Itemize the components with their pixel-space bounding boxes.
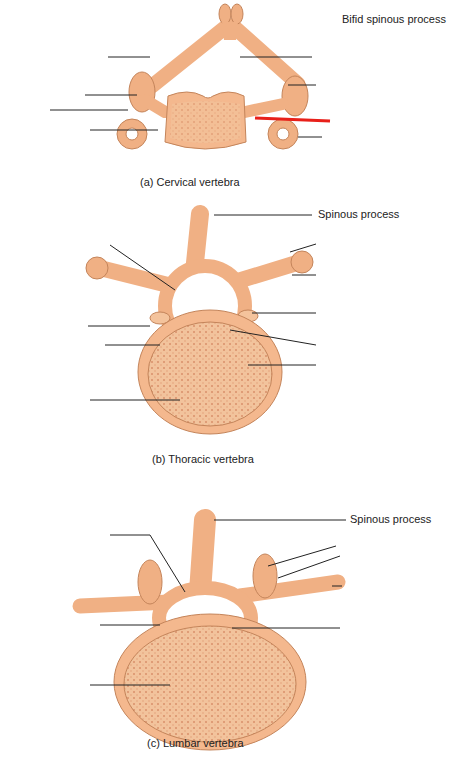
- figure-caption: (b) Thoracic vertebra: [152, 453, 254, 466]
- part-label: Spinous process: [318, 208, 399, 221]
- leader-lines: [90, 520, 346, 685]
- cervical-vertebra: [117, 4, 308, 149]
- red-marker: [255, 118, 330, 121]
- leader-lines: [88, 215, 316, 400]
- part-label: Bifid spinous process: [342, 13, 446, 26]
- leader-lines: [50, 57, 322, 137]
- part-label: Spinous process: [350, 513, 431, 526]
- thoracic-vertebra: [86, 214, 313, 434]
- figure-caption: (c) Lumbar vertebra: [147, 737, 244, 750]
- figure-caption: (a) Cervical vertebra: [140, 176, 240, 189]
- lumbar-vertebra: [80, 520, 338, 750]
